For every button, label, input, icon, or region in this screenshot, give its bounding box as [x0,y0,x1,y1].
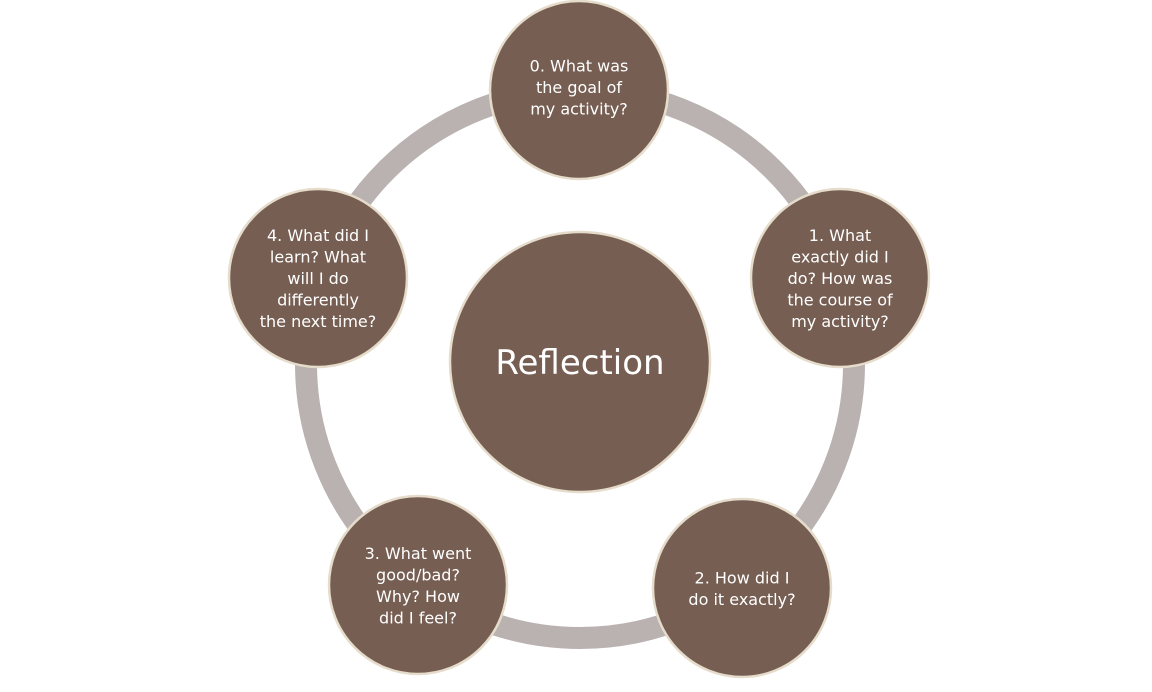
node-circle [488,0,670,181]
node-text-line: 0. What was [530,57,629,76]
node-text-line: Why? How [376,587,460,606]
node-text-line: 4. What did I [267,226,369,245]
node-circle [651,497,833,679]
node-text-line: learn? What [270,248,366,267]
node-text-line: my activity? [530,100,628,119]
center-circle [448,230,712,494]
node-text-line: 2. How did I [695,568,790,587]
cycle-node-2: 2. How did I do it exactly? [651,497,833,679]
node-text-line: do it exactly? [688,590,795,609]
node-text-line: good/bad? [376,565,460,584]
node-text-line: will I do [287,269,348,288]
cycle-node-0: 0. What was the goal of my activity? [488,0,670,181]
node-text-line: exactly did I [791,248,888,267]
node-text-line: my activity? [791,312,889,331]
node-text-line: did I feel? [379,608,457,627]
node-text-line: the goal of [536,78,622,97]
node-circle [227,187,409,369]
cycle-node-3: 3. What went good/bad? Why? How did I feel? [327,494,509,676]
center-node: Reflection [448,230,712,494]
node-text-line: do? How was [788,269,893,288]
node-text-line: the next time? [260,312,377,331]
node-text-line: differently [277,291,359,310]
node-text-line: 1. What [809,226,871,245]
node-circle [749,187,931,369]
node-text-line: the course of [787,291,893,310]
cycle-node-4: 4. What did I learn? What will I do differe… [227,187,409,369]
cycle-node-1: 1. What exactly did I do? How was the cours… [749,187,931,369]
center-label: Reflection [495,343,664,383]
node-circle [327,494,509,676]
node-text-line: 3. What went [365,544,472,563]
